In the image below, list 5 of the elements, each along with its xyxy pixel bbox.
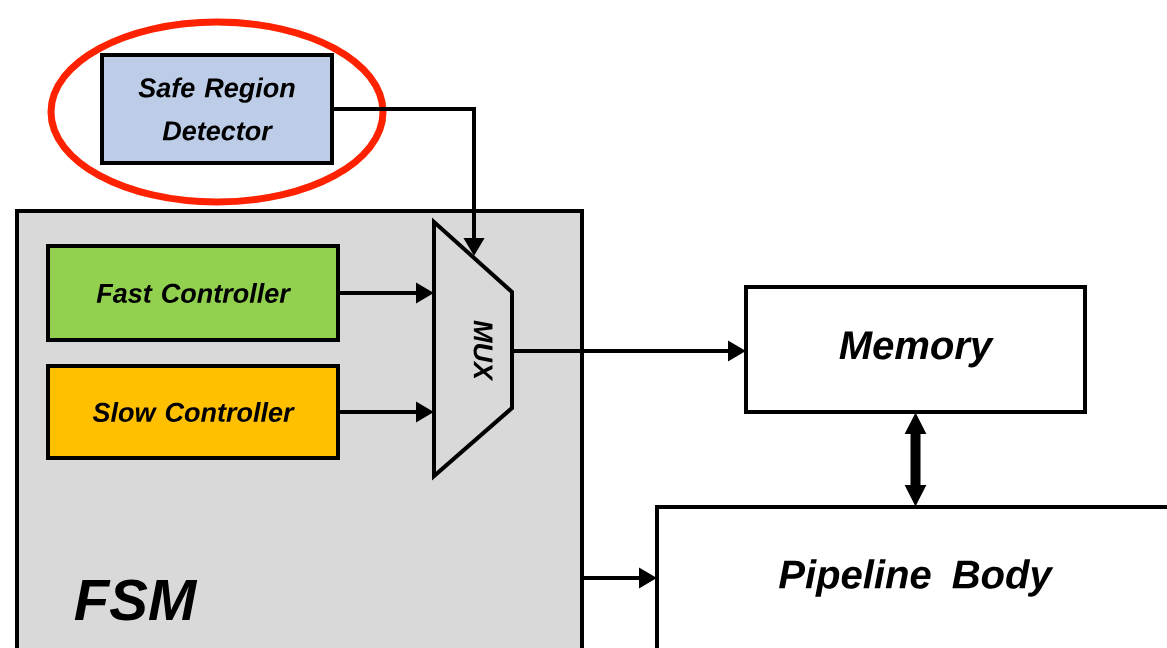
pipeline-box: Pipeline Body xyxy=(655,505,1167,648)
memory-box: Memory xyxy=(744,285,1087,414)
controller-box: Slow Controller xyxy=(46,364,340,460)
controller-box: Fast Controller xyxy=(46,244,340,342)
detector-box: Safe Region Detector xyxy=(100,53,334,165)
